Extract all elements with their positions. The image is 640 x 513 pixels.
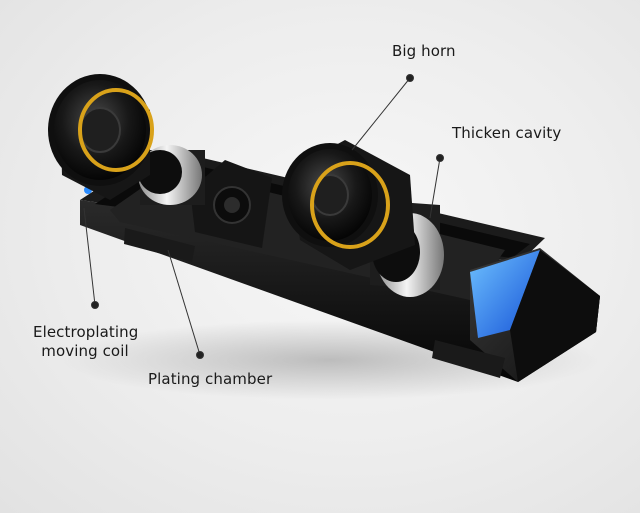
callout-electroplating-moving-coil: Electroplating moving coil [33,323,139,361]
callout-line-thicken-cavity [429,157,441,219]
callout-line-big-horn [351,77,411,151]
callout-line-plating-chamber [167,249,201,356]
led-light-strip [470,250,540,338]
callout-line-coil [83,207,96,306]
callout-plating-chamber: Plating chamber [148,370,273,388]
center-driver [282,140,444,297]
callout-lines [83,74,444,359]
callout-big-horn: Big horn [392,42,456,60]
callout-dot-coil [91,301,99,309]
callout-coil-line2: moving coil [41,342,129,360]
callout-dot-plating-chamber [196,351,204,359]
callout-thicken-cavity: Thicken cavity [452,124,562,142]
callout-dot-big-horn [406,74,414,82]
callout-coil-line1: Electroplating [33,323,139,341]
coil-ring [78,88,154,172]
callout-dot-thicken-cavity [436,154,444,162]
left-driver [48,74,205,205]
rubber-foot [124,228,195,262]
coil-ring [310,161,390,249]
rubber-foot [432,340,505,378]
